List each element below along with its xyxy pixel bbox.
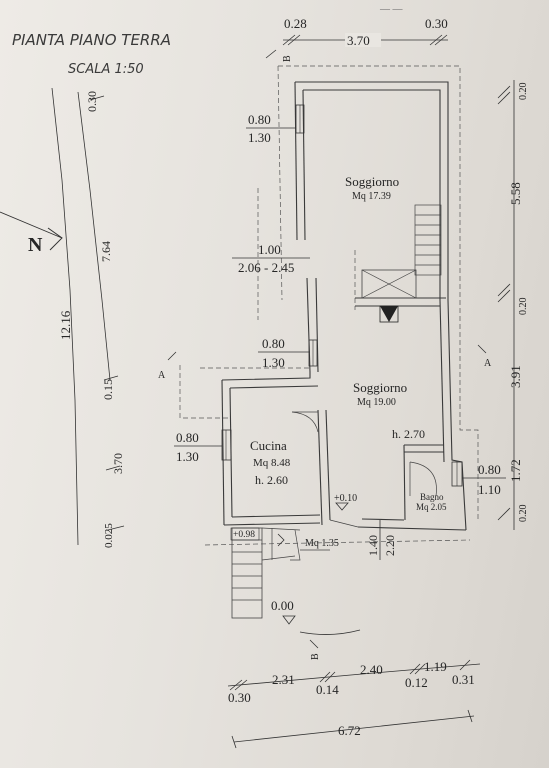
svg-text:1.30: 1.30 bbox=[176, 449, 199, 464]
section-mark-a-right: A bbox=[477, 344, 492, 369]
dim-bottom-a: 2.31 bbox=[272, 672, 295, 687]
room-soggiorno-mid-area: Mq 19.00 bbox=[357, 397, 396, 408]
top-dimension-line: 0.28 3.70 0.30 bbox=[282, 16, 448, 48]
room-soggiorno-mid-height: h. 2.70 bbox=[392, 427, 425, 441]
room-cucina-area: Mq 8.48 bbox=[253, 457, 291, 469]
room-cucina-height: h. 2.60 bbox=[255, 473, 288, 487]
left-dimension-line: 0.30 7.64 12.16 0.15 3.70 0.025 bbox=[51, 87, 125, 548]
room-cucina-name: Cucina bbox=[250, 438, 287, 453]
dim-bottom-d: 0.12 bbox=[405, 675, 428, 690]
svg-text:A: A bbox=[158, 370, 166, 381]
opening-label-low: 0.80 1.30 bbox=[258, 336, 310, 370]
dim-top-left-wall: 0.28 bbox=[284, 16, 307, 31]
dim-bottom-left: 0.30 bbox=[228, 690, 251, 705]
dim-left-upper: 7.64 bbox=[99, 241, 113, 262]
level-marker-a: +0.10 bbox=[334, 493, 357, 511]
svg-text:0.80: 0.80 bbox=[176, 430, 199, 445]
dim-right-small: 1.72 bbox=[508, 459, 523, 482]
section-mark-b-top: B bbox=[265, 49, 293, 62]
right-dimension-line: 0.20 5.58 0.20 3.91 1.72 0.20 bbox=[497, 80, 529, 530]
section-mark-b-bottom: B bbox=[309, 639, 321, 660]
dim-left-top: 0.30 bbox=[85, 91, 99, 112]
room-bagno-area: Mq 2.05 bbox=[416, 502, 447, 512]
dim-top-span: 3.70 bbox=[347, 33, 370, 48]
dim-top-right-wall: 0.30 bbox=[425, 16, 448, 31]
svg-text:+0.98: +0.98 bbox=[233, 530, 255, 540]
svg-text:1.10: 1.10 bbox=[478, 482, 501, 497]
svg-text:B: B bbox=[282, 55, 293, 62]
svg-text:0.80: 0.80 bbox=[248, 112, 271, 127]
dim-bottom-e: 1.19 bbox=[424, 659, 447, 674]
dim-bottom-c: 2.40 bbox=[360, 662, 383, 677]
section-mark-a-left: A bbox=[158, 351, 177, 381]
dim-right-mid-edge: 0.20 bbox=[518, 298, 529, 316]
svg-text:A: A bbox=[484, 358, 492, 369]
room-bagno-name: Bagno bbox=[420, 492, 444, 502]
plan-title: PIANTA PIANO TERRA bbox=[12, 31, 171, 49]
svg-text:0.80: 0.80 bbox=[262, 336, 285, 351]
svg-text:0.00: 0.00 bbox=[271, 598, 294, 613]
svg-text:1.40: 1.40 bbox=[366, 535, 380, 556]
opening-label-mid: 1.00 2.06 - 2.45 bbox=[232, 242, 310, 275]
fireplace-icon bbox=[361, 269, 417, 323]
dim-left-bottom: 0.025 bbox=[103, 523, 115, 548]
north-arrow-icon: N bbox=[0, 211, 63, 256]
dim-left-mid: 0.15 bbox=[101, 379, 115, 400]
exterior-walls bbox=[221, 81, 467, 531]
opening-label-bagno: 0.80 1.10 bbox=[462, 462, 506, 497]
svg-text:B: B bbox=[310, 653, 321, 660]
dim-right-upper: 5.58 bbox=[508, 182, 523, 205]
dim-right-top-edge: 0.20 bbox=[518, 83, 529, 101]
dim-bottom-b: 0.14 bbox=[316, 682, 339, 697]
dim-bottom-total: 6.72 bbox=[338, 723, 361, 738]
north-label: N bbox=[28, 234, 43, 256]
svg-text:1.30: 1.30 bbox=[262, 355, 285, 370]
windows bbox=[221, 104, 463, 487]
dim-left-total: 12.16 bbox=[58, 310, 73, 340]
dim-left-lower: 3.70 bbox=[111, 453, 125, 474]
opening-label-door: 1.40 2.20 bbox=[366, 520, 397, 560]
dashed-outline bbox=[179, 65, 479, 546]
svg-text:+0.10: +0.10 bbox=[334, 493, 357, 504]
dim-bottom-f: 0.31 bbox=[452, 672, 475, 687]
room-soggiorno-top-name: Soggiorno bbox=[345, 174, 399, 189]
door-swings bbox=[291, 411, 437, 528]
bottom-dimension-line: 0.30 2.31 0.14 2.40 0.12 1.19 0.31 6.72 bbox=[227, 659, 481, 749]
level-marker-b: +0.98 bbox=[230, 527, 260, 541]
opening-label-top: 0.80 1.30 bbox=[246, 112, 296, 145]
svg-text:2.20: 2.20 bbox=[383, 535, 397, 556]
room-disimpegno-area: Mq 1.35 bbox=[305, 538, 339, 549]
svg-text:2.06 - 2.45: 2.06 - 2.45 bbox=[238, 260, 294, 275]
stair-upper-icon bbox=[414, 204, 442, 276]
svg-text:0.80: 0.80 bbox=[478, 462, 501, 477]
plan-scale: SCALA 1:50 bbox=[68, 62, 144, 77]
dim-right-bottom-edge: 0.20 bbox=[518, 505, 529, 523]
top-corner-mark: — — bbox=[379, 4, 404, 15]
room-soggiorno-top-area: Mq 17.39 bbox=[352, 191, 391, 202]
dim-right-lower: 3.91 bbox=[508, 365, 523, 388]
opening-label-cucina: 0.80 1.30 bbox=[174, 430, 222, 464]
svg-text:1.00: 1.00 bbox=[258, 242, 281, 257]
room-soggiorno-mid-name: Soggiorno bbox=[353, 380, 407, 395]
level-marker-ground: 0.00 bbox=[271, 598, 361, 635]
svg-text:1.30: 1.30 bbox=[248, 130, 271, 145]
